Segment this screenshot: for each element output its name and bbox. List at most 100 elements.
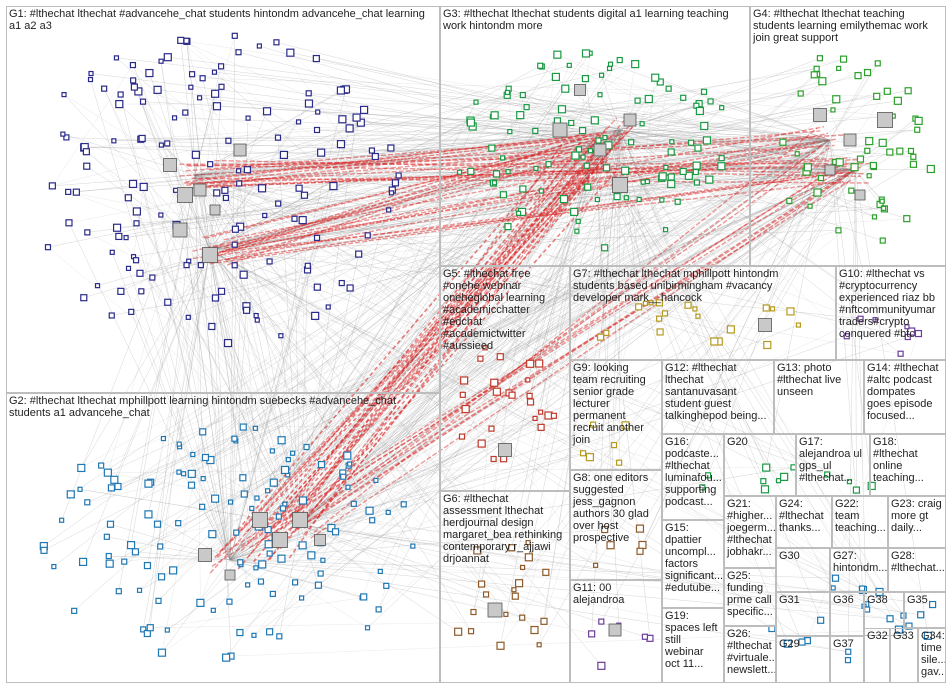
- edge: [299, 199, 640, 526]
- graph-node: [693, 179, 700, 186]
- edge: [246, 88, 509, 311]
- graph-node: [762, 304, 770, 312]
- graph-node: [239, 474, 247, 482]
- avatar-node: [198, 548, 212, 562]
- graph-node: [490, 111, 499, 120]
- graph-node: [656, 315, 663, 322]
- edge: [299, 151, 672, 526]
- graph-node: [871, 214, 878, 220]
- group-label-g27: G27: hintondm...: [833, 550, 888, 574]
- group-box-g22: G22: team teaching...: [832, 496, 888, 548]
- graph-node: [779, 138, 787, 146]
- edge: [132, 183, 529, 543]
- graph-node: [269, 448, 275, 454]
- edge: [299, 324, 799, 526]
- graph-node: [276, 633, 283, 640]
- edge: [299, 347, 486, 526]
- graph-node: [926, 164, 935, 174]
- graph-node: [460, 376, 469, 385]
- graph-node: [523, 104, 530, 111]
- graph-node: [897, 350, 904, 357]
- edge: [120, 291, 596, 566]
- edge: [126, 139, 831, 238]
- graph-node: [149, 274, 156, 281]
- graph-node: [467, 628, 475, 635]
- graph-node: [266, 550, 273, 557]
- edge: [619, 129, 907, 219]
- graph-node: [866, 173, 872, 179]
- group-label-g11: G11: 00 alejandroa: [573, 582, 625, 606]
- edge: [209, 199, 598, 251]
- edge: [150, 621, 544, 628]
- edge: [107, 472, 868, 610]
- graph-node: [117, 287, 125, 295]
- edge: [229, 150, 900, 561]
- graph-node: [762, 463, 771, 472]
- edge: [619, 129, 900, 630]
- edge: [594, 57, 820, 146]
- graph-node: [863, 68, 872, 77]
- graph-node: [40, 546, 48, 554]
- edge: [626, 139, 831, 198]
- graph-node: [360, 593, 368, 601]
- edge: [335, 115, 521, 532]
- graph-node: [803, 163, 812, 172]
- graph-node: [536, 642, 542, 648]
- graph-node: [280, 465, 290, 475]
- edge: [459, 172, 652, 303]
- edge: [209, 249, 542, 428]
- graph-node: [519, 91, 526, 99]
- graph-node: [597, 661, 606, 670]
- edge: [240, 169, 856, 227]
- edge: [103, 88, 301, 526]
- edge: [136, 211, 301, 526]
- edge: [194, 174, 523, 213]
- group-box-g21: G21: #higher... joegerm... #lthechat job…: [724, 496, 776, 568]
- edge: [299, 153, 798, 526]
- edge-strong: [214, 123, 636, 558]
- avatar-node: [177, 187, 193, 203]
- edge: [619, 129, 874, 168]
- group-box-g27: G27: hintondm...: [830, 548, 888, 592]
- edge: [491, 428, 863, 589]
- edge: [139, 129, 621, 591]
- graph-node: [125, 265, 132, 271]
- graph-node: [87, 76, 94, 83]
- edge: [302, 129, 621, 221]
- graph-node: [218, 83, 225, 90]
- edge: [491, 129, 621, 149]
- edge: [209, 208, 884, 251]
- graph-node: [623, 195, 629, 201]
- graph-node: [199, 503, 206, 510]
- edge: [341, 282, 620, 463]
- graph-node: [628, 139, 635, 146]
- edge: [209, 121, 299, 251]
- edge: [229, 122, 572, 561]
- edge: [192, 73, 596, 146]
- edge: [606, 129, 918, 169]
- avatar-node: [163, 158, 177, 172]
- edge: [229, 128, 350, 561]
- graph-node: [371, 152, 379, 161]
- graph-node: [136, 587, 143, 593]
- edge: [209, 249, 591, 458]
- graph-node: [680, 94, 687, 101]
- edge-strong: [313, 127, 818, 533]
- edge: [194, 174, 719, 342]
- edge: [521, 88, 669, 618]
- graph-node: [59, 517, 65, 523]
- edge: [209, 249, 256, 429]
- edge: [167, 56, 831, 141]
- edge-strong: [185, 134, 601, 187]
- edge: [70, 144, 596, 495]
- graph-node: [477, 355, 484, 362]
- graph-node: [145, 68, 154, 78]
- edge: [202, 144, 596, 433]
- graph-node: [831, 574, 840, 582]
- graph-node: [879, 198, 885, 204]
- graph-node: [587, 148, 594, 154]
- graph-node: [340, 473, 347, 480]
- graph-node: [211, 494, 220, 503]
- edge-strong: [210, 137, 584, 259]
